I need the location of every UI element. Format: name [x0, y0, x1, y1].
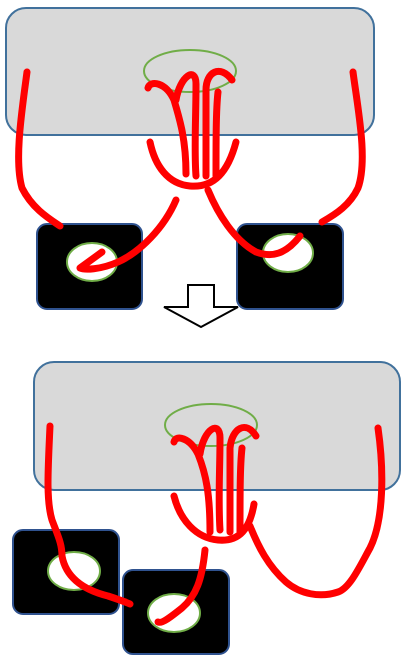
ring-top-center — [143, 49, 237, 93]
strands-bottom — [44, 422, 386, 626]
ring-bottom-left — [47, 551, 101, 591]
down-arrow-icon — [163, 284, 239, 329]
state-before — [5, 7, 375, 329]
state-after — [12, 361, 401, 655]
strands-top — [15, 67, 366, 273]
ring-bottom-center — [164, 403, 258, 447]
